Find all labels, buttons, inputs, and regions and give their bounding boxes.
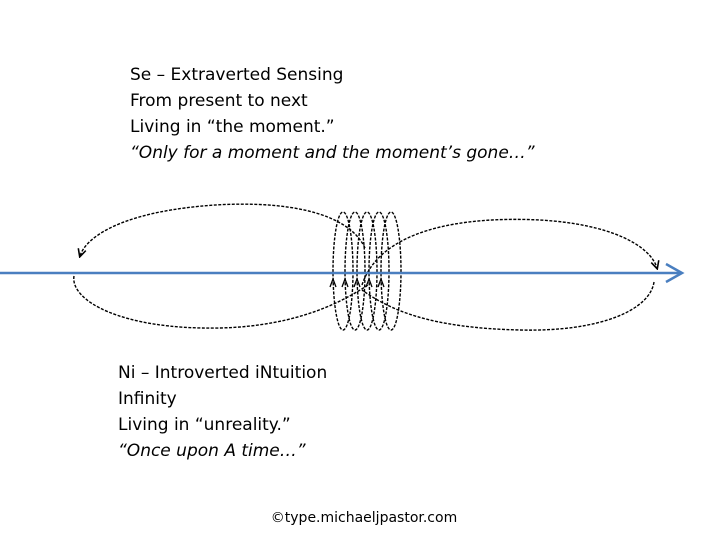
coil-loop-5 bbox=[380, 211, 402, 331]
coil-arrow-5 bbox=[377, 277, 385, 288]
coil-loop-4 bbox=[368, 211, 390, 331]
coil-arrow-3 bbox=[353, 277, 361, 288]
coil-arrow-1 bbox=[329, 277, 337, 288]
ni-quote: “Once upon A time…” bbox=[118, 441, 306, 461]
ni-subtitle: Infinity bbox=[118, 389, 177, 409]
coil-arrow-4 bbox=[365, 277, 373, 288]
coil-loop-3 bbox=[356, 211, 378, 331]
ni-text-block: Ni – Introverted iNtuition Infinity Livi… bbox=[118, 360, 327, 464]
left-loop bbox=[73, 203, 369, 329]
coil-arrow-2 bbox=[341, 277, 349, 288]
se-description: Living in “the moment.” bbox=[130, 117, 335, 137]
ni-description: Living in “unreality.” bbox=[118, 415, 291, 435]
timeline-arrow bbox=[0, 262, 685, 284]
se-quote: “Only for a moment and the moment’s gone… bbox=[130, 143, 535, 163]
se-title: Se – Extraverted Sensing bbox=[130, 65, 344, 85]
central-coil bbox=[329, 211, 402, 331]
right-loop bbox=[361, 218, 657, 331]
se-subtitle: From present to next bbox=[130, 91, 308, 111]
copyright-text: ©type.michaeljpastor.com bbox=[270, 510, 458, 526]
coil-loop-2 bbox=[344, 211, 366, 331]
coil-loop-1 bbox=[332, 211, 354, 331]
se-text-block: Se – Extraverted Sensing From present to… bbox=[130, 62, 535, 166]
ni-title: Ni – Introverted iNtuition bbox=[118, 363, 328, 383]
